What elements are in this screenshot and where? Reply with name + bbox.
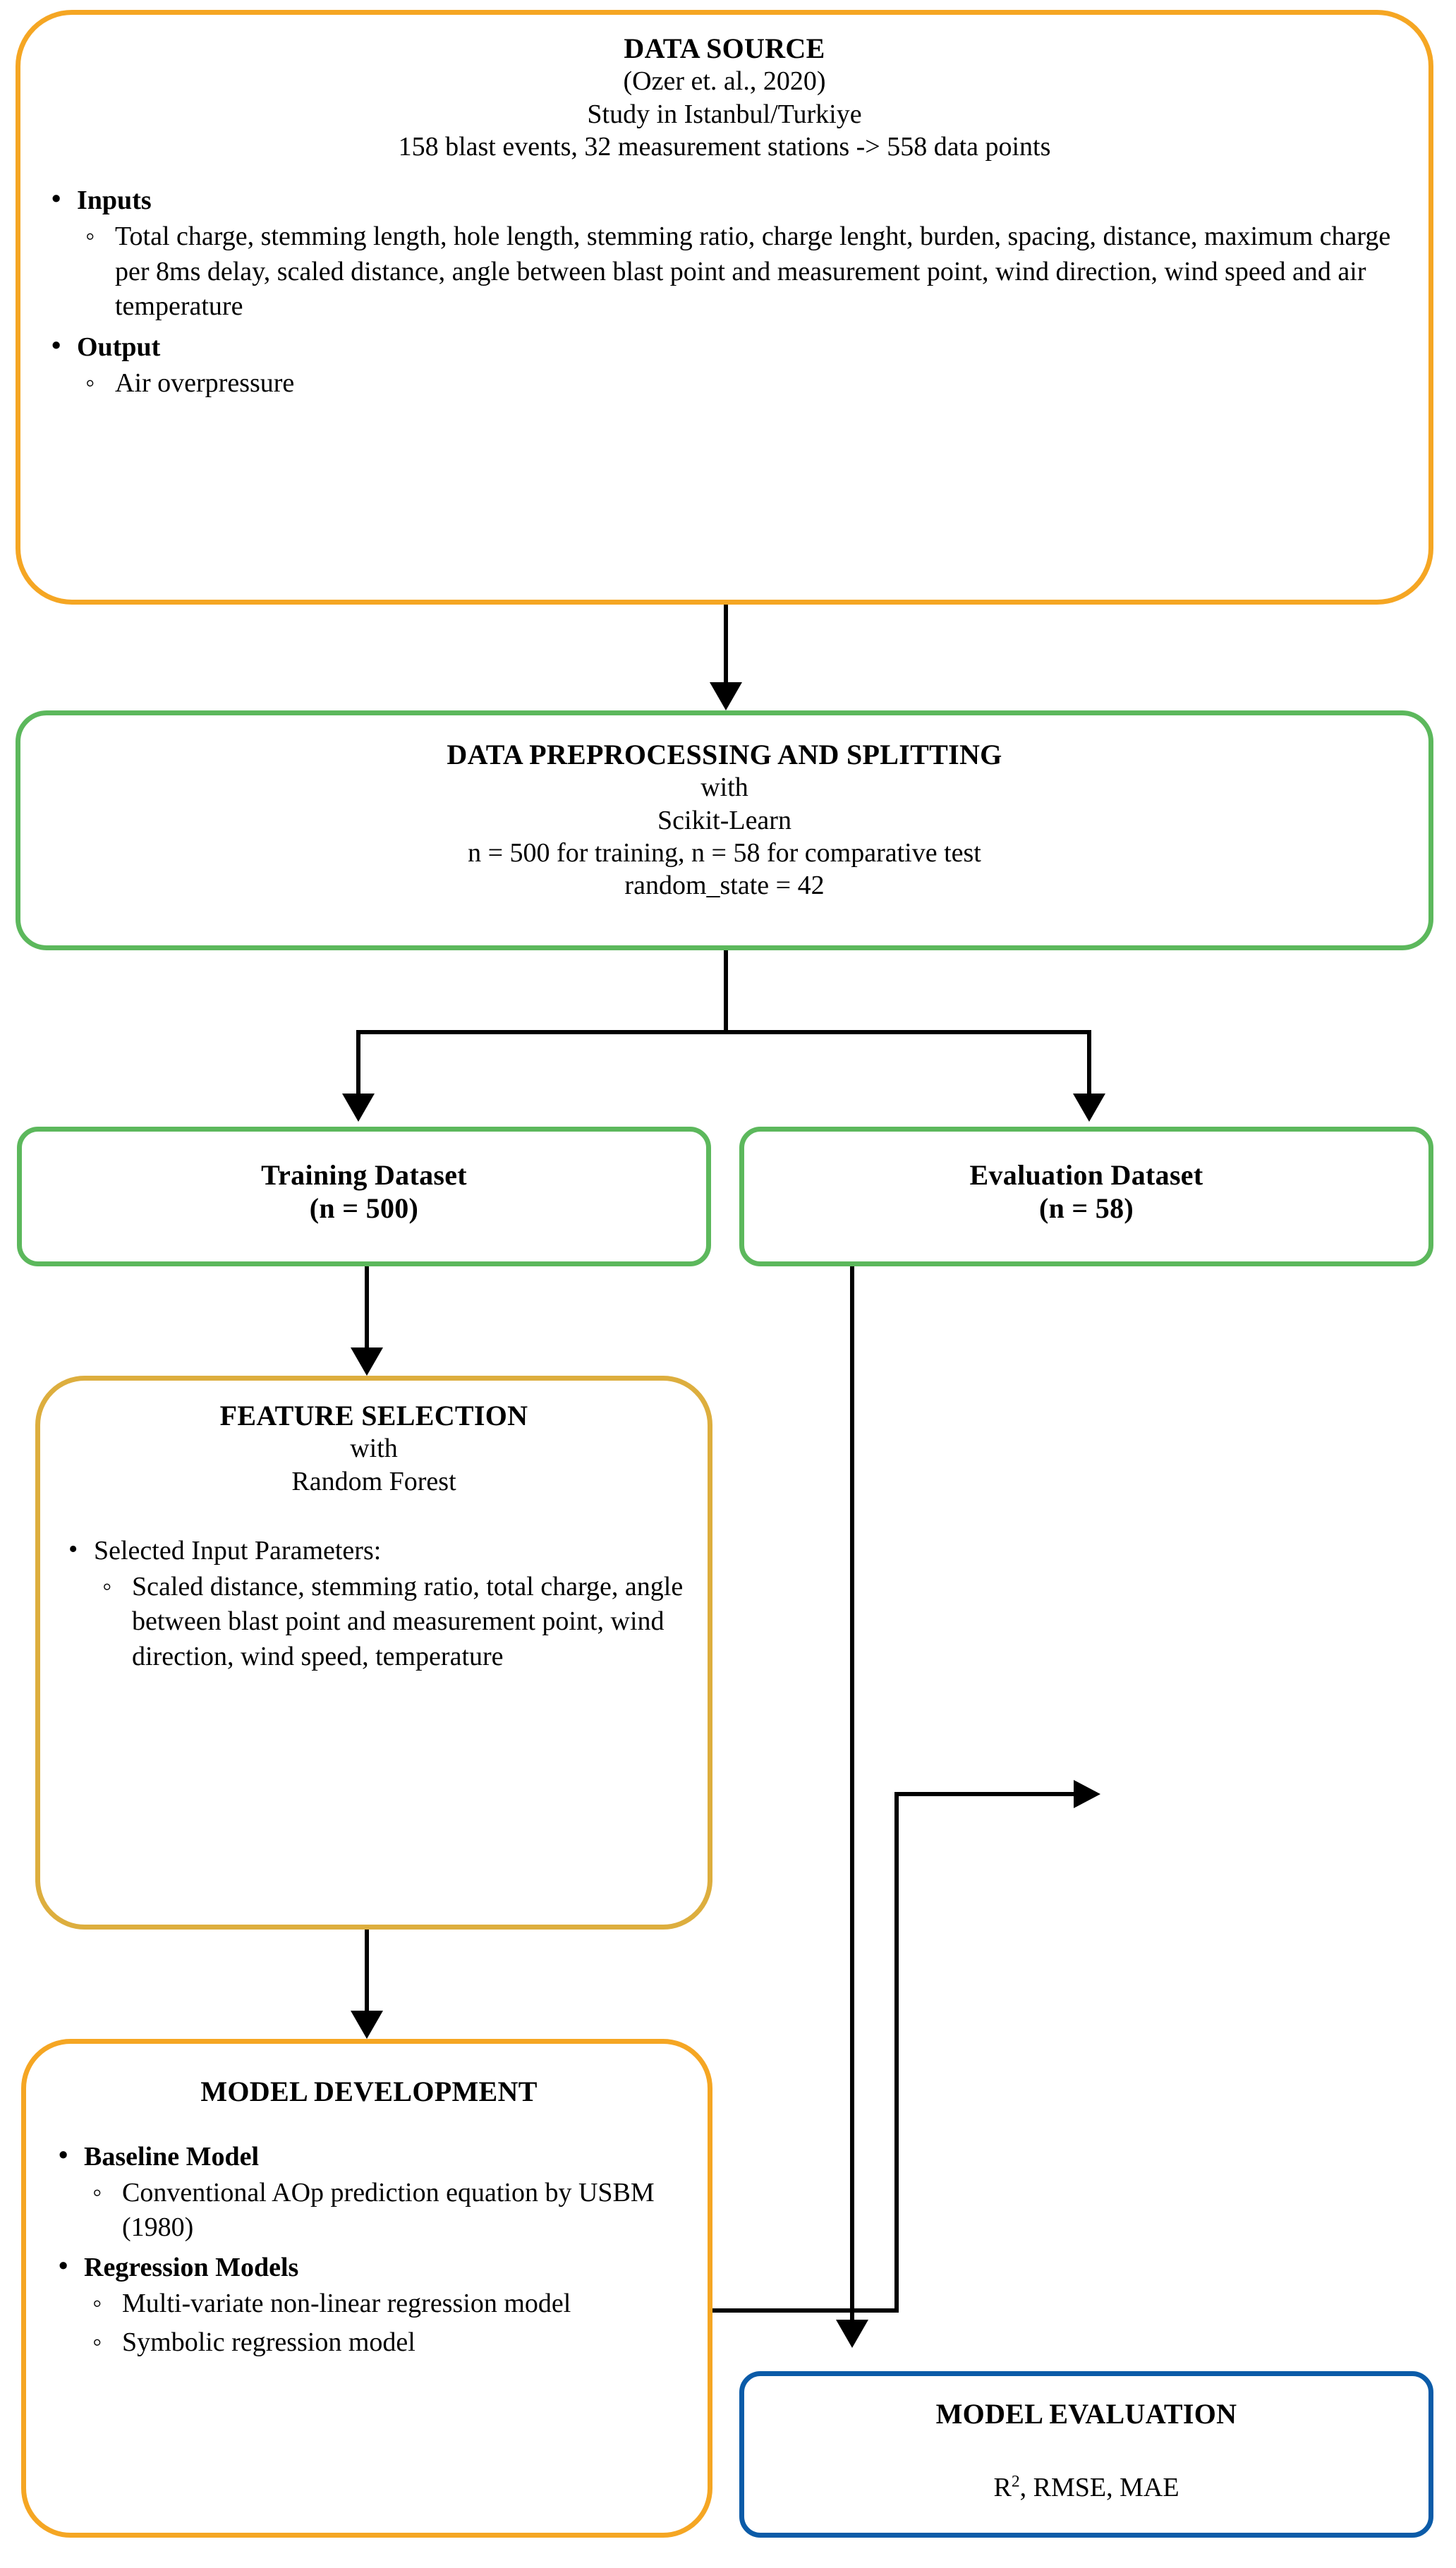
bullet-inputs: Inputs Total charge, stemming length, ho… [44, 183, 1405, 324]
bullet-baseline-model-detail: Conventional AOp prediction equation by … [84, 2176, 686, 2246]
model-development-bullet-list: Baseline Model Conventional AOp predicti… [51, 2139, 686, 2361]
model-evaluation-metrics: R2, RMSE, MAE [758, 2471, 1414, 2504]
feature-selection-with: with [350, 1434, 398, 1464]
preprocessing-random-state: random_state = 42 [624, 871, 825, 901]
node-model-evaluation: MODEL EVALUATION R2, RMSE, MAE [739, 2371, 1433, 2538]
bullet-selected-inputs-detail: Scaled distance, stemming ratio, total c… [94, 1570, 686, 1674]
bullet-regression-item: Multi-variate non-linear regression mode… [84, 2287, 686, 2322]
connector-model-development-exit [712, 2308, 899, 2313]
node-data-preprocessing: DATA PREPROCESSING AND SPLITTING with Sc… [16, 710, 1433, 950]
bullet-inputs-sublist: Total charge, stemming length, hole leng… [77, 219, 1405, 324]
data-source-counts: 158 blast events, 32 measurement station… [398, 131, 1051, 162]
preprocessing-library: Scikit-Learn [657, 805, 791, 835]
metrics-exponent: 2 [1011, 2472, 1020, 2491]
connector-split-right-leg [1087, 1030, 1091, 1099]
model-development-title: MODEL DEVELOPMENT [200, 2076, 538, 2107]
bullet-output: Output Air overpressure [44, 329, 1405, 401]
bullet-output-detail: Air overpressure [77, 366, 1405, 401]
bullet-output-sublist: Air overpressure [77, 366, 1405, 401]
bullet-output-label: Output [77, 332, 161, 363]
evaluation-dataset-title: Evaluation Dataset [969, 1159, 1203, 1191]
node-model-development: MODEL DEVELOPMENT Baseline Model Convent… [21, 2039, 712, 2538]
arrowhead-source-to-preprocessing [710, 682, 742, 710]
connector-model-development-into-trunk [894, 1792, 1076, 1796]
arrowhead-to-model-development [351, 2011, 383, 2039]
bullet-regression-models: Regression Models Multi-variate non-line… [51, 2250, 686, 2361]
arrowhead-to-feature-selection [351, 1347, 383, 1376]
bullet-selected-inputs-label: Selected Input Parameters: [94, 1535, 382, 1565]
bullet-selected-inputs: Selected Input Parameters: Scaled distan… [61, 1533, 686, 1674]
evaluation-dataset-count: (n = 58) [1038, 1192, 1134, 1225]
preprocessing-split: n = 500 for training, n = 58 for compara… [468, 837, 981, 868]
training-dataset-title: Training Dataset [261, 1159, 467, 1191]
bullet-baseline-model-sublist: Conventional AOp prediction equation by … [84, 2176, 686, 2246]
arrowhead-to-training-dataset [342, 1094, 375, 1122]
connector-training-to-feature-selection [365, 1266, 369, 1351]
metrics-rest: , RMSE, MAE [1019, 2473, 1179, 2503]
arrowhead-model-development-into-trunk [1074, 1780, 1100, 1808]
bullet-baseline-model: Baseline Model Conventional AOp predicti… [51, 2139, 686, 2246]
metrics-r: R [993, 2473, 1012, 2503]
preprocessing-with: with [700, 773, 748, 803]
bullet-baseline-model-label: Baseline Model [84, 2142, 260, 2172]
data-source-bullet-list: Inputs Total charge, stemming length, ho… [44, 183, 1405, 401]
training-dataset-count: (n = 500) [309, 1192, 419, 1225]
bullet-regression-models-label: Regression Models [84, 2252, 299, 2282]
feature-selection-bullet-list: Selected Input Parameters: Scaled distan… [61, 1533, 686, 1674]
arrowhead-to-model-evaluation [836, 2320, 868, 2348]
bullet-selected-inputs-sublist: Scaled distance, stemming ratio, total c… [94, 1570, 686, 1674]
feature-selection-title: FEATURE SELECTION [219, 1400, 528, 1431]
bullet-inputs-detail: Total charge, stemming length, hole leng… [77, 219, 1405, 324]
connector-split-bar [356, 1030, 1091, 1034]
data-source-title: DATA SOURCE [624, 32, 825, 64]
data-source-citation: (Ozer et. al., 2020) [623, 66, 826, 97]
connector-evaluation-dataset-to-model-evaluation [850, 1266, 854, 2325]
connector-feature-selection-to-model-development [365, 1930, 369, 2014]
arrowhead-to-evaluation-dataset [1073, 1094, 1105, 1122]
feature-selection-method: Random Forest [291, 1466, 456, 1496]
connector-source-to-preprocessing [724, 605, 728, 688]
bullet-regression-models-sublist: Multi-variate non-linear regression mode… [84, 2287, 686, 2361]
data-source-location: Study in Istanbul/Turkiye [587, 99, 862, 129]
bullet-inputs-label: Inputs [77, 186, 152, 216]
bullet-regression-item: Symbolic regression model [84, 2325, 686, 2361]
connector-preprocessing-stem [724, 950, 728, 1032]
model-evaluation-title: MODEL EVALUATION [935, 2398, 1237, 2430]
connector-model-development-riser [894, 1792, 899, 2313]
node-data-source: DATA SOURCE (Ozer et. al., 2020) Study i… [16, 10, 1433, 605]
node-evaluation-dataset: Evaluation Dataset (n = 58) [739, 1127, 1433, 1266]
preprocessing-title: DATA PREPROCESSING AND SPLITTING [447, 739, 1002, 770]
node-training-dataset: Training Dataset (n = 500) [17, 1127, 711, 1266]
connector-split-left-leg [356, 1030, 360, 1099]
node-feature-selection: FEATURE SELECTION with Random Forest Sel… [35, 1376, 712, 1930]
